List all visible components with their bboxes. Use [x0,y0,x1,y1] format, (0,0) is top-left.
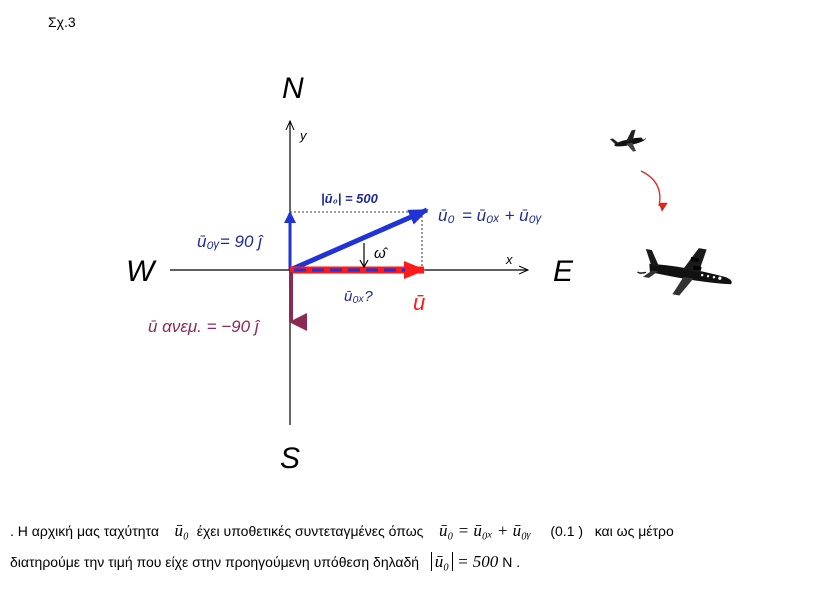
y-axis-label: y [299,128,308,143]
u0-magnitude-label: |ū₀| = 500 [321,191,379,206]
paragraph-line-2: διατηρούμε την τιμή που είχε στην προηγο… [10,552,520,572]
u0x-label: ū₀ₓ? [344,288,373,305]
paragraph-text: . Η αρχική μας ταχύτητα [10,523,159,539]
east-label: E [553,255,574,288]
south-label: S [280,442,300,475]
west-label: W [126,255,157,288]
equation-ref: (0.1 ) [550,523,584,539]
small-airplane-icon [609,129,646,152]
figure-label: Σχ.3 [48,14,76,30]
paragraph-line-1: . Η αρχική μας ταχύτητα ū₀ έχει υποθετικ… [10,521,674,541]
paragraph-text: έχει υποθετικές συντεταγμένες όπως [196,523,424,539]
vector-diagram: N S W E y x |ū₀| = 500 ū₀ = ū₀ₓ + ū₀ᵧ ū₀… [126,72,732,475]
turn-arrow [640,170,668,212]
u0-equation-rhs: = ū₀ₓ + ū₀ᵧ [462,206,543,225]
u0-value: = 500 [457,552,499,571]
u0-equation: ū₀ = ū₀ₓ + ū₀ᵧ [438,521,531,540]
paragraph-text: διατηρούμε την τιμή που είχε στην προηγο… [10,554,420,570]
u0-abs: ū₀ [430,552,454,571]
omega-label: ω̂ [374,245,389,262]
unit: N . [502,554,521,570]
x-axis-label: x [505,252,513,267]
u0-symbol: ū₀ [174,521,189,540]
u0-vector [288,207,429,273]
large-airplane-icon [637,248,732,296]
north-label: N [282,72,304,105]
u-label: ū [413,290,425,315]
wind-label: ū ανεμ. = −90 ĵ [148,317,261,336]
u0-equation-lhs: ū₀ [438,206,455,225]
u0y-label: ū₀ᵧ= 90 ĵ [197,232,264,251]
paragraph-text: και ως μέτρο [594,523,674,539]
